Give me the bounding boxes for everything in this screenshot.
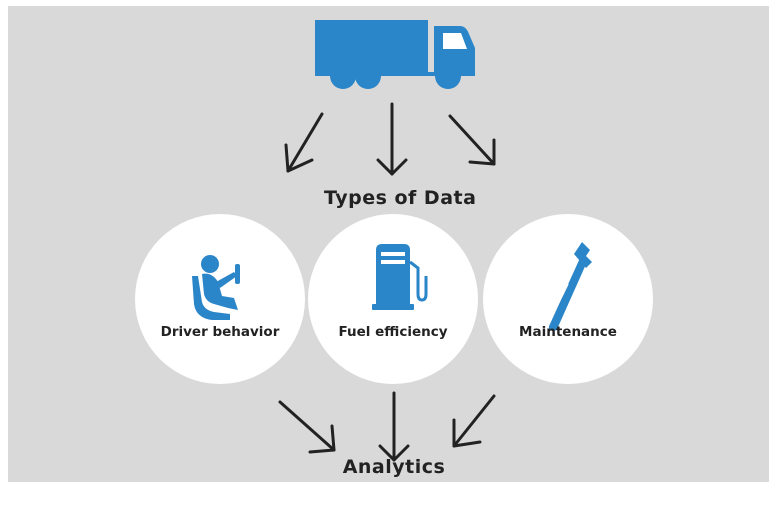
arrow-top-left xyxy=(284,112,324,173)
driver-seat-icon xyxy=(192,255,240,320)
truck-icon xyxy=(315,20,475,89)
label-fuel-efficiency: Fuel efficiency xyxy=(338,324,448,340)
arrow-top-right xyxy=(448,114,496,166)
arrow-top-center xyxy=(376,102,408,176)
fuel-pump-icon xyxy=(372,244,428,310)
diagram-canvas: Types of Data Driver behavior Fuel effic… xyxy=(8,6,769,482)
diagram-graphics xyxy=(135,20,653,462)
heading-analytics: Analytics xyxy=(342,456,446,478)
arrow-bottom-right xyxy=(452,394,496,448)
label-driver-behavior: Driver behavior xyxy=(160,324,280,340)
heading-types-of-data: Types of Data xyxy=(324,187,477,209)
arrow-bottom-center xyxy=(378,391,410,462)
label-maintenance: Maintenance xyxy=(519,324,617,340)
arrows-top xyxy=(284,102,496,176)
wrench-icon xyxy=(548,242,592,332)
arrows-bottom xyxy=(278,391,496,462)
arrow-bottom-left xyxy=(278,400,336,454)
